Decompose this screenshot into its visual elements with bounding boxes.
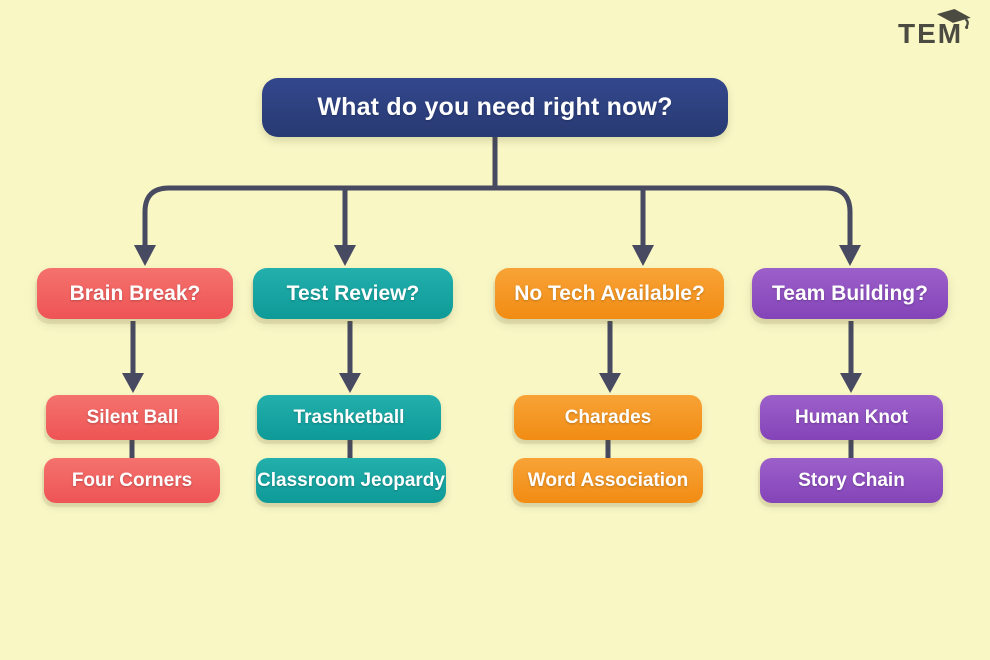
arrowhead-human-knot [840,373,862,393]
node-test-review: Test Review? [253,268,453,319]
arrowhead-no-tech [632,245,654,266]
node-no-tech-available: No Tech Available? [495,268,724,319]
node-classroom-jeopardy: Classroom Jeopardy [256,458,446,503]
node-team-building: Team Building? [752,268,948,319]
logo: TEM [898,8,978,56]
arrowhead-trashketball [339,373,361,393]
node-four-corners: Four Corners [44,458,220,503]
node-human-knot: Human Knot [760,395,943,440]
arrowhead-silent-ball [122,373,144,393]
node-silent-ball: Silent Ball [46,395,219,440]
node-charades: Charades [514,395,702,440]
node-story-chain: Story Chain [760,458,943,503]
arrowhead-brain-break [134,245,156,266]
node-trashketball: Trashketball [257,395,441,440]
node-brain-break: Brain Break? [37,268,233,319]
connector-bus [142,185,853,248]
arrowhead-team-building [839,245,861,266]
root-node: What do you need right now? [262,78,728,137]
logo-text: TEM [898,18,964,49]
graduation-cap-icon [934,5,973,41]
arrowhead-charades [599,373,621,393]
arrowhead-test-review [334,245,356,266]
node-word-association: Word Association [513,458,703,503]
